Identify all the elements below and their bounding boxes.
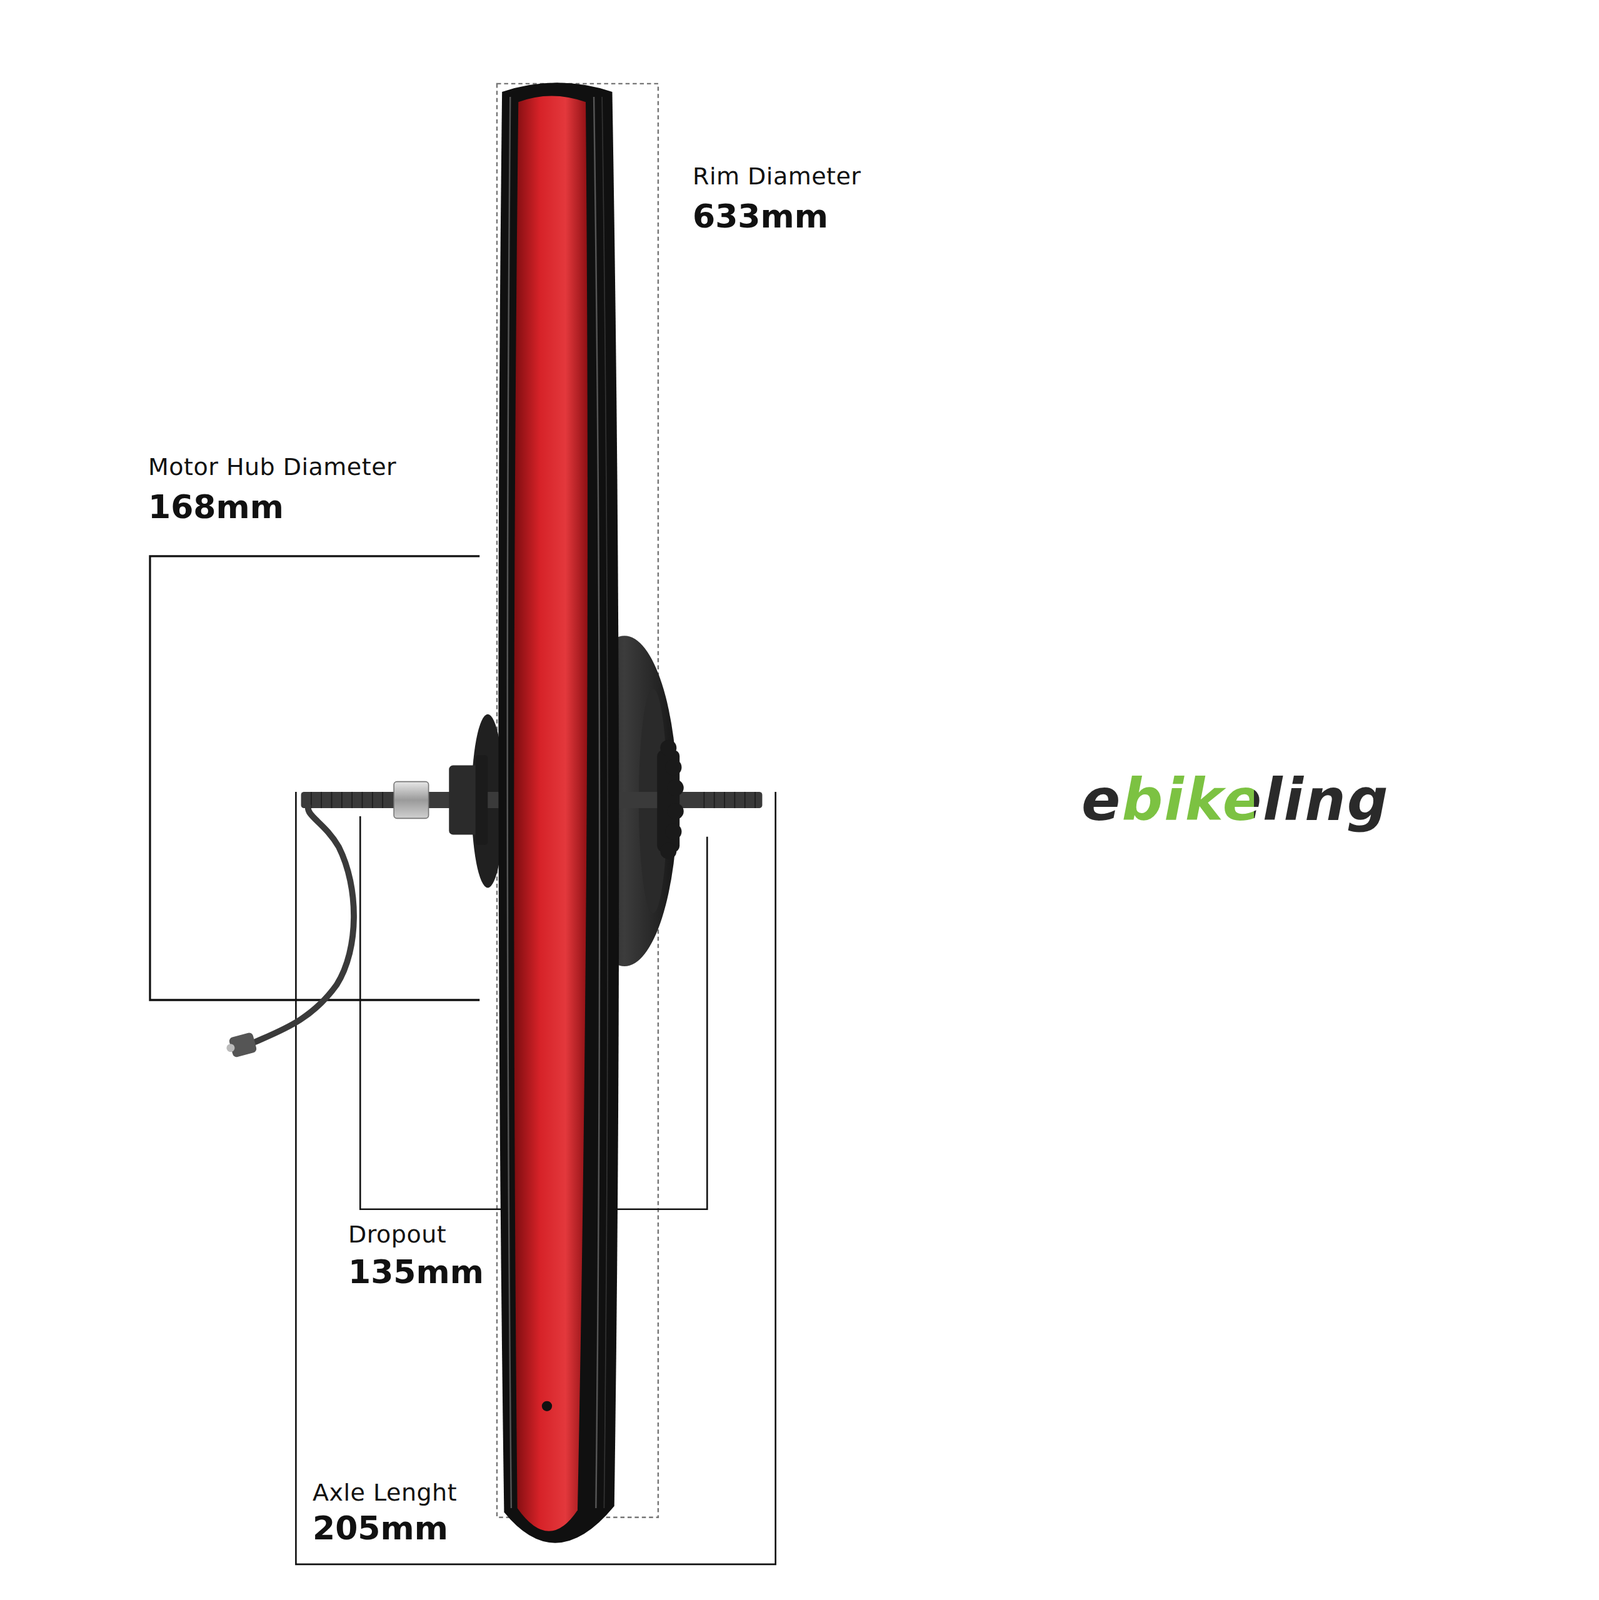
dimension-caption: Rim Diameter [692, 163, 861, 191]
dimension-lines [150, 83, 776, 1565]
dimension-caption: Axle Lenght [312, 1479, 457, 1508]
dimension-value: 135mm [348, 1253, 484, 1292]
dimension-caption: Motor Hub Diameter [148, 453, 397, 482]
freewheel [656, 740, 684, 860]
motor-cable [226, 806, 354, 1059]
dimension-value: 205mm [312, 1510, 449, 1548]
dimension-value: 633mm [692, 198, 829, 236]
dimension-value: 168mm [148, 488, 284, 527]
brand-logo: ebikeling [1081, 767, 1390, 834]
dimension-caption: Dropout [348, 1221, 447, 1249]
rim [498, 82, 619, 1543]
